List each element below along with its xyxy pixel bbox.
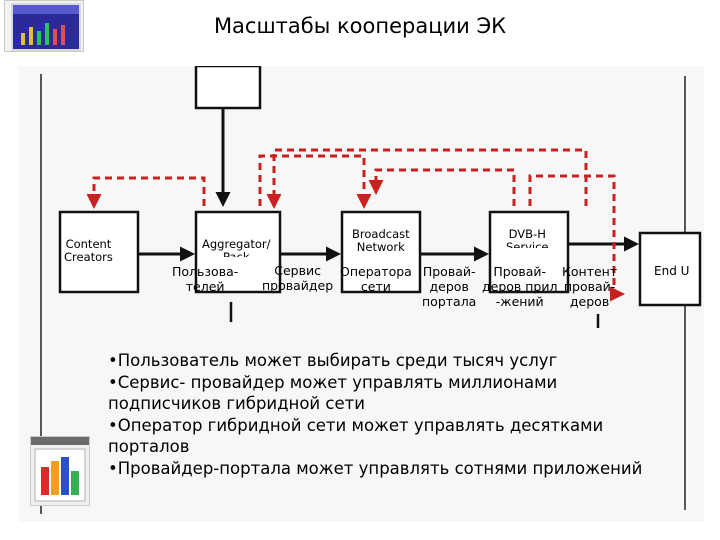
bullet-line: подписчиков гибридной сети xyxy=(108,394,365,413)
bullet-line: •Провайдер-портала может управлять сотня… xyxy=(108,458,643,478)
chart-thumbnail-icon xyxy=(30,436,90,506)
label-app-providers-line1: Провай- xyxy=(493,264,547,279)
label-network-operator-line2: сети xyxy=(360,279,391,294)
top-box xyxy=(194,66,262,110)
bullet-line: •Пользователь может выбирать среди тысяч… xyxy=(108,351,558,370)
label-portal-providers-line2: деров xyxy=(429,279,469,294)
label-content-providers-line2: провай- xyxy=(563,279,616,294)
content-creators-text: Content Creators xyxy=(64,238,113,264)
aggregator-text: Aggregator/ Pack xyxy=(202,237,271,258)
slide-thumbnail-icon xyxy=(4,0,84,52)
dvbh-service-box xyxy=(488,210,570,294)
label-portal-providers-line3: портала xyxy=(422,294,477,309)
end-user-text: End U xyxy=(654,264,690,278)
red-feedback-arrow-3 xyxy=(368,168,516,206)
broadcast-network-text: Broadcast Network xyxy=(352,228,410,254)
aggregator-box xyxy=(194,210,282,294)
label-content-providers-line1: Контент xyxy=(562,264,618,279)
page-title: Масштабы кооперации ЭК xyxy=(213,14,507,38)
red-feedback-arrow-4 xyxy=(266,148,588,209)
dvbh-service-text: DVB-H Service xyxy=(506,227,549,249)
label-portal-providers-line1: Провай- xyxy=(422,264,476,279)
label-app-providers: Провай- деров прил -жений xyxy=(482,264,557,309)
dvbh-line1: DVB-H xyxy=(508,227,546,241)
content-creators-line1: Content xyxy=(65,237,112,251)
aggregator-line1: Aggregator/ xyxy=(202,237,271,251)
red-feedback-arrow-5 xyxy=(528,174,625,302)
content-creators-line2: Creators xyxy=(64,250,113,264)
broadcast-line1: Broadcast xyxy=(352,227,410,241)
diagram-scan-background xyxy=(18,66,704,522)
label-app-providers-line2: деров прил xyxy=(482,279,558,294)
broadcast-network-box xyxy=(340,210,422,294)
label-users-line2: телей xyxy=(185,279,225,294)
broadcast-line2: Network xyxy=(356,240,405,254)
label-users-line1: Пользова- xyxy=(172,264,239,279)
label-service-provider-line2: провайдер xyxy=(262,278,334,293)
label-content-providers: Контент провай- деров xyxy=(562,264,617,309)
aggregator-line2: Pack xyxy=(202,251,271,257)
label-network-operator-line1: Оператора xyxy=(340,264,412,279)
bullet-line: •Сервис- провайдер может управлять милли… xyxy=(108,372,558,392)
label-content-providers-line3: деров xyxy=(569,294,610,309)
label-portal-providers: Провай- деров портала xyxy=(422,264,476,309)
bullet-line: •Оператор гибридной сети может управлять… xyxy=(108,415,604,435)
bullet-line: порталов xyxy=(108,437,190,456)
label-service-provider: Сервис провайдер xyxy=(262,263,333,293)
dvbh-line2: Service xyxy=(506,241,549,248)
red-feedback-arrow-1 xyxy=(86,176,206,209)
label-network-operator: Оператора сети xyxy=(340,264,412,294)
cooperation-diagram xyxy=(40,66,702,514)
bullet-list: •Пользователь может выбирать среди тысяч… xyxy=(108,350,698,479)
label-users: Пользова- телей xyxy=(172,264,238,294)
content-creators-box xyxy=(58,210,140,294)
end-user-box xyxy=(638,231,702,307)
red-feedback-arrow-2 xyxy=(258,154,372,209)
label-service-provider-line1: Сервис xyxy=(274,263,321,278)
label-app-providers-line3: -жений xyxy=(495,294,544,309)
